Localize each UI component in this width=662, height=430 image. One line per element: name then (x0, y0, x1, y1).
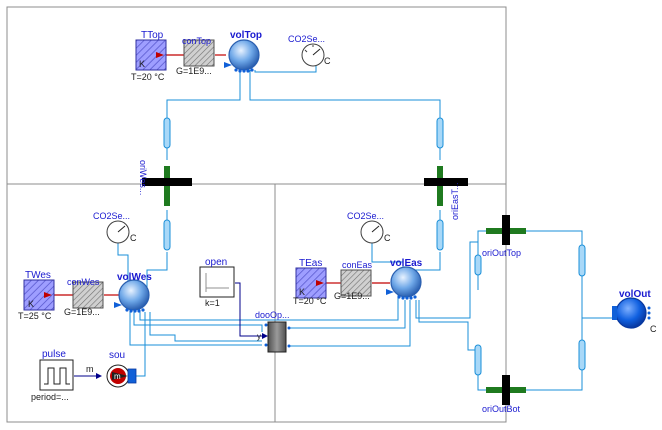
TTop-unit: K (139, 59, 145, 69)
orifice-out-bot[interactable]: oriOutBot (482, 375, 526, 414)
CO2-sensor-east[interactable]: CO2Se... C (347, 211, 391, 244)
conWes-conductor[interactable]: conWes G=1E9... (64, 277, 104, 317)
TEas-unit: K (299, 287, 305, 297)
conEas-param: G=1E9... (334, 291, 370, 301)
TTop-label: TTop (141, 30, 164, 41)
orifice-out-bot-label: oriOutBot (482, 404, 521, 414)
room-east-frame (274, 183, 507, 423)
fluid-wires (117, 60, 612, 391)
conWes-param: G=1E9... (64, 307, 100, 317)
volTop-volume[interactable]: volTop (224, 30, 262, 73)
pipe-out-bot-right[interactable] (578, 339, 586, 371)
conWes-label: conWes (67, 277, 100, 287)
volEas-label: volEas (390, 258, 423, 269)
TWes-param: T=25 °C (18, 311, 52, 321)
volOut-volume[interactable]: volOut C (612, 289, 657, 334)
volOut-label: volOut (619, 289, 651, 300)
CO2-sensor-east-unit: C (384, 233, 391, 243)
door-label: dooOp... (255, 310, 290, 320)
TTop-param: T=20 °C (131, 72, 165, 82)
volWes-volume[interactable]: volWes (114, 272, 152, 313)
conTop-conductor[interactable]: conTop G=1E9... (176, 36, 215, 76)
pipe-wes-upper[interactable] (163, 117, 171, 149)
CO2-sensor-west-unit: C (130, 233, 137, 243)
open-param: k=1 (205, 298, 220, 308)
TEas-label: TEas (299, 258, 322, 269)
TEas-param: T=20 °C (293, 296, 327, 306)
volTop-label: volTop (230, 30, 262, 41)
volOut-unit: C (650, 324, 657, 334)
volEas-volume[interactable]: volEas (386, 258, 423, 300)
pulse-param: period=... (31, 392, 69, 402)
pipe-eas-lower[interactable] (436, 219, 444, 251)
conTop-label: conTop (182, 36, 211, 46)
CO2-sensor-west-label: CO2Se... (93, 211, 130, 221)
conEas-label: conEas (342, 260, 373, 270)
pipe-out-top-left[interactable] (474, 254, 482, 276)
CO2-sensor-east-label: CO2Se... (347, 211, 384, 221)
TTop-boundary[interactable]: TTop K T=20 °C (131, 30, 167, 82)
pulse-label: pulse (42, 349, 66, 360)
signal-wires (74, 282, 262, 377)
orifice-out-top[interactable]: oriOutTop (482, 215, 526, 258)
sou-letter: m (114, 372, 121, 381)
door-opening[interactable]: y dooOp... (255, 310, 291, 353)
conTop-param: G=1E9... (176, 66, 212, 76)
orifice-east-label: oriEasT... (450, 182, 460, 220)
CO2-sensor-top-unit: C (324, 56, 331, 66)
TWes-unit: K (28, 299, 34, 309)
conEas-conductor[interactable]: conEas G=1E9... (334, 260, 373, 301)
TWes-boundary[interactable]: TWes K T=25 °C (18, 270, 55, 321)
sou-input-m: m (86, 364, 94, 374)
volWes-label: volWes (117, 272, 152, 283)
door-input-y: y (257, 332, 261, 341)
room-frames (6, 6, 507, 423)
TWes-label: TWes (25, 270, 51, 281)
CO2-sensor-west[interactable]: CO2Se... C (93, 211, 137, 244)
pulse-source-block[interactable]: pulse period=... (31, 349, 74, 402)
pipe-eas-upper[interactable] (436, 117, 444, 149)
TEas-boundary[interactable]: TEas K T=20 °C (293, 258, 327, 306)
orifice-east[interactable]: oriEasT... (424, 166, 468, 220)
pipe-wes-lower[interactable] (163, 219, 171, 251)
orifice-west-label: oriWes... (138, 160, 148, 195)
pipes (163, 117, 586, 376)
CO2-sensor-top-label: CO2Se... (288, 34, 325, 44)
orifice-west[interactable]: oriWes... (138, 160, 192, 206)
open-constant-block[interactable]: open k=1 (199, 257, 235, 308)
orifice-out-top-label: oriOutTop (482, 248, 521, 258)
CO2-sensor-top[interactable]: CO2Se... C (288, 34, 331, 67)
open-label: open (205, 257, 227, 268)
pipe-out-top-right[interactable] (578, 244, 586, 277)
sou-flow-source[interactable]: m m sou (86, 350, 137, 388)
pipe-out-bot-left[interactable] (474, 344, 482, 376)
sou-label: sou (109, 350, 125, 361)
